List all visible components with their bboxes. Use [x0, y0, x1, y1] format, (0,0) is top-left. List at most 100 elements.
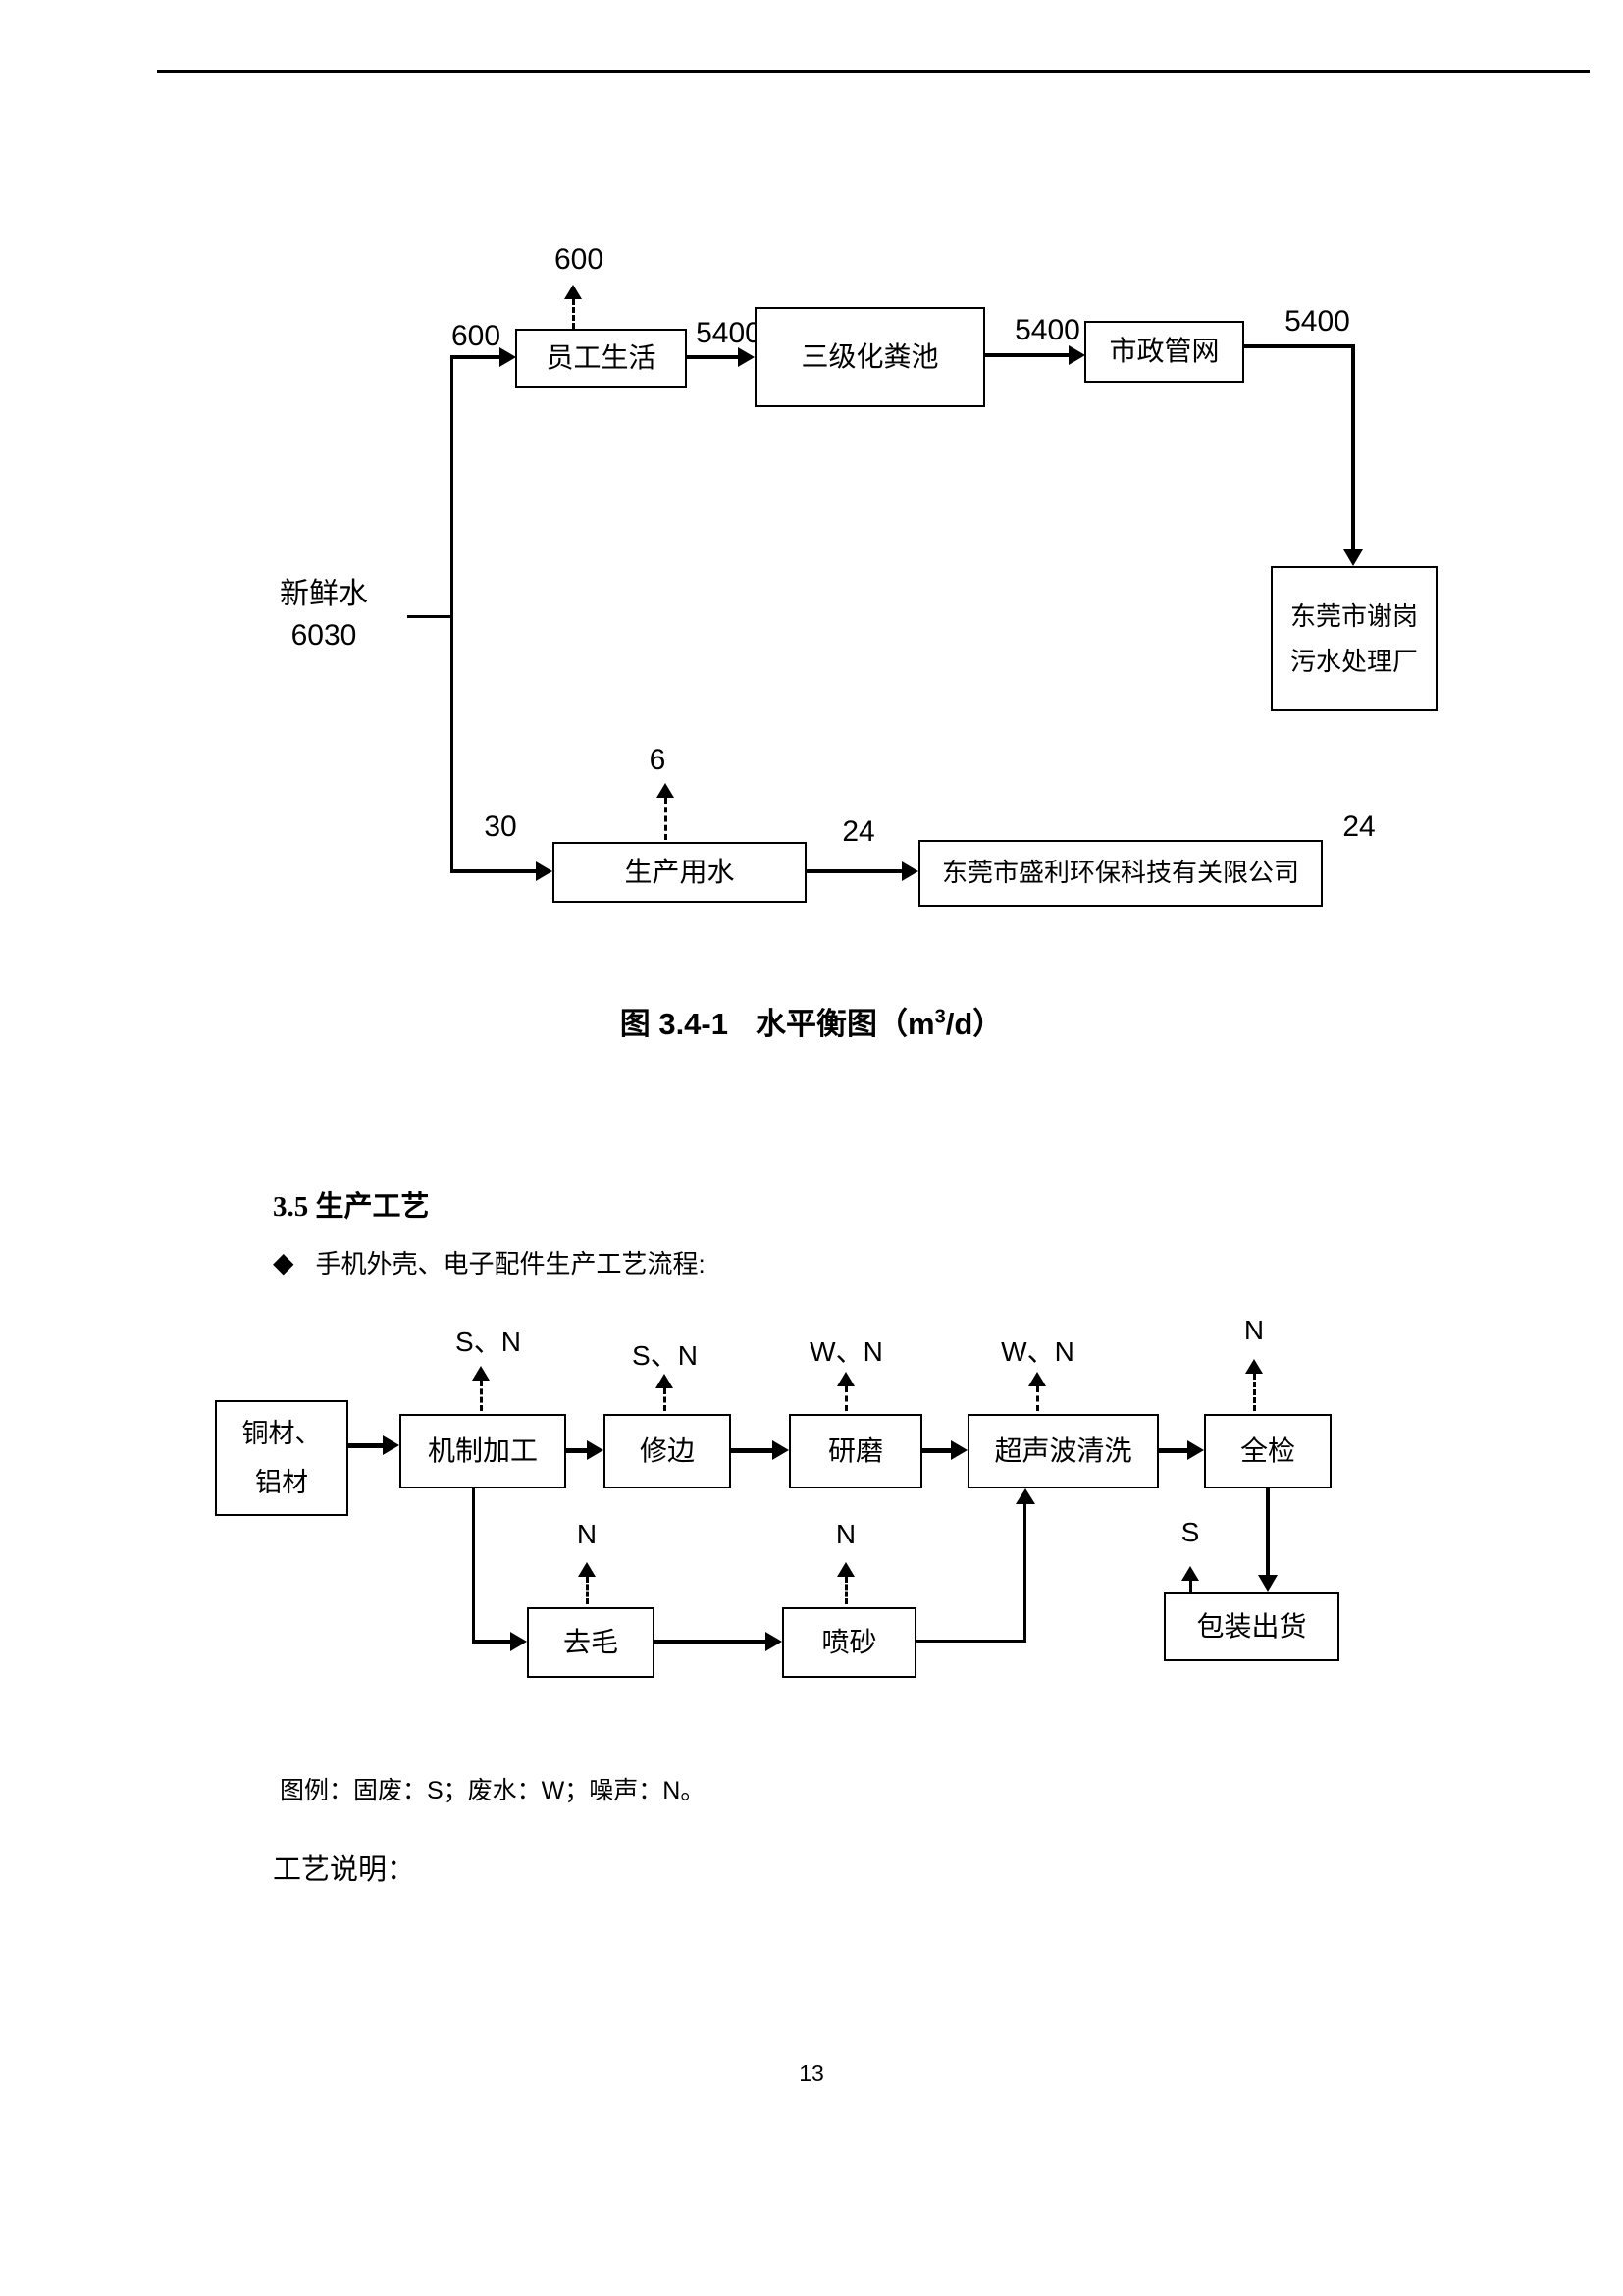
emission-label-machining: S、N — [455, 1327, 521, 1357]
flow-label-municipal-out: 5400 — [1284, 305, 1350, 338]
connector-sandblasting-right — [916, 1640, 1026, 1643]
arrowhead-up-icon — [1245, 1359, 1263, 1374]
box-wwtp: 东莞市谢岗 污水处理厂 — [1271, 566, 1438, 711]
flow-label-prod-evap: 6 — [649, 744, 666, 776]
arrowhead-up-icon — [837, 1562, 855, 1577]
box-municipal-network-label: 市政管网 — [1109, 336, 1220, 367]
dashed-arrow-prod-evap — [656, 783, 674, 840]
flow-label-prod-in: 30 — [484, 810, 517, 843]
figure-title-sup: 3 — [934, 1006, 946, 1028]
arrow-production-to-shengli — [807, 869, 905, 873]
emission-label-ultrasonic: W、N — [1001, 1336, 1074, 1367]
arrowhead-right-icon — [383, 1435, 399, 1455]
box-shengli-company-label: 东莞市盛利环保科技有关限公司 — [941, 858, 1299, 888]
arrowhead-right-icon — [902, 861, 918, 881]
box-packing-shipping: 包装出货 — [1164, 1592, 1339, 1661]
flow-label-septic-out: 5400 — [1015, 314, 1080, 346]
arrowhead-up-icon — [1181, 1566, 1199, 1581]
emission-label-deburring: N — [576, 1519, 598, 1549]
section-heading: 3.5 生产工艺 — [273, 1191, 430, 1223]
box-full-inspection-label: 全检 — [1239, 1435, 1295, 1466]
box-grinding-label: 研磨 — [827, 1435, 883, 1466]
box-sandblasting-label: 喷砂 — [821, 1626, 877, 1657]
elbow-municipal-h — [1244, 344, 1354, 348]
arrowhead-up-icon — [656, 783, 674, 798]
dashed-arrow-trimming — [655, 1374, 673, 1411]
source-value: 6030 — [290, 619, 357, 652]
box-municipal-network: 市政管网 — [1084, 321, 1244, 383]
arrowhead-up-icon — [578, 1562, 596, 1577]
emission-label-inspection: N — [1243, 1315, 1265, 1345]
box-deburring-label: 去毛 — [562, 1626, 618, 1657]
box-staff-life: 员工生活 — [515, 329, 687, 388]
arrow-septic-to-municipal — [985, 353, 1072, 357]
emission-label-packing: S — [1180, 1517, 1200, 1547]
arrowhead-right-icon — [587, 1440, 603, 1460]
box-trimming: 修边 — [603, 1414, 731, 1488]
process-note: 工艺说明： — [273, 1854, 416, 1886]
box-wwtp-line2: 污水处理厂 — [1289, 647, 1418, 676]
dashed-arrow-sandblasting — [837, 1562, 855, 1604]
arrowhead-right-icon — [765, 1632, 782, 1651]
arrow-trunk-to-staff — [450, 355, 501, 359]
connector-machining-down — [472, 1488, 475, 1642]
figure-title-main: 水平衡图（m — [756, 1007, 935, 1041]
bullet-text: 手机外壳、电子配件生产工艺流程: — [315, 1249, 706, 1278]
arrowhead-up-icon — [472, 1366, 490, 1381]
diamond-bullet-icon: ◆ — [273, 1247, 294, 1278]
box-grinding: 研磨 — [789, 1414, 922, 1488]
arrowhead-right-icon — [1187, 1440, 1204, 1460]
flow-label-shengli-out: 24 — [1342, 810, 1376, 843]
box-ultrasonic-cleaning-label: 超声波清洗 — [994, 1435, 1132, 1466]
arrow-inspection-to-packing — [1266, 1488, 1270, 1577]
source-label: 新鲜水 6030 — [250, 574, 397, 656]
figure-title-tail: /d） — [945, 1007, 1004, 1041]
arrowhead-up-icon — [1016, 1488, 1035, 1504]
dashed-arrow-packing — [1181, 1566, 1199, 1592]
flow-label-staff-in: 600 — [450, 320, 501, 352]
arrowhead-right-icon — [499, 347, 516, 367]
box-septic-tank: 三级化粪池 — [755, 307, 985, 407]
arrowhead-right-icon — [738, 347, 755, 367]
arrow-trimming-to-grinding — [731, 1448, 773, 1453]
elbow-municipal-v — [1351, 344, 1355, 552]
box-septic-tank-label: 三级化粪池 — [801, 340, 939, 372]
emission-label-sandblasting: N — [835, 1519, 857, 1549]
box-deburring: 去毛 — [527, 1607, 654, 1678]
emission-label-trimming: S、N — [632, 1340, 698, 1371]
box-production-water-label: 生产用水 — [624, 856, 735, 887]
box-staff-life-label: 员工生活 — [546, 341, 656, 373]
flow-label-staff-evap: 600 — [553, 243, 604, 276]
arrow-trunk-to-production — [450, 869, 539, 873]
dashed-arrow-machining — [472, 1366, 490, 1411]
header-rule — [157, 70, 1590, 73]
box-packing-shipping-label: 包装出货 — [1196, 1610, 1307, 1642]
arrowhead-up-icon — [564, 285, 582, 299]
arrow-material-to-machining — [348, 1443, 384, 1448]
figure-title-number: 图 3.4-1 — [619, 1007, 728, 1041]
box-production-water: 生产用水 — [552, 842, 807, 903]
bullet-line: ◆ 手机外壳、电子配件生产工艺流程: — [273, 1244, 706, 1280]
arrowhead-right-icon — [951, 1440, 968, 1460]
arrowhead-down-icon — [1258, 1575, 1278, 1592]
arrowhead-right-icon — [510, 1632, 527, 1651]
box-machining-label: 机制加工 — [427, 1435, 538, 1466]
arrow-deburring-to-sandblasting — [654, 1640, 766, 1644]
box-machining: 机制加工 — [399, 1414, 566, 1488]
arrowhead-right-icon — [536, 861, 552, 881]
dashed-arrow-inspection — [1245, 1359, 1263, 1411]
arrowhead-up-icon — [1028, 1372, 1046, 1386]
arrowhead-up-icon — [837, 1372, 855, 1386]
dashed-arrow-grinding — [837, 1372, 855, 1411]
connector-sandblasting-up — [1023, 1503, 1026, 1643]
flow-label-prod-out: 24 — [842, 815, 875, 848]
legend-text: 图例：固废：S；废水：W；噪声：N。 — [280, 1777, 706, 1804]
arrowhead-down-icon — [1343, 549, 1363, 566]
box-material-line2: 铝材 — [255, 1468, 308, 1497]
box-sandblasting: 喷砂 — [782, 1607, 916, 1678]
source-name: 新鲜水 — [280, 578, 368, 610]
arrow-staff-to-septic — [687, 355, 741, 359]
arrow-ultrasonic-to-inspection — [1159, 1448, 1188, 1453]
box-ultrasonic-cleaning: 超声波清洗 — [968, 1414, 1159, 1488]
